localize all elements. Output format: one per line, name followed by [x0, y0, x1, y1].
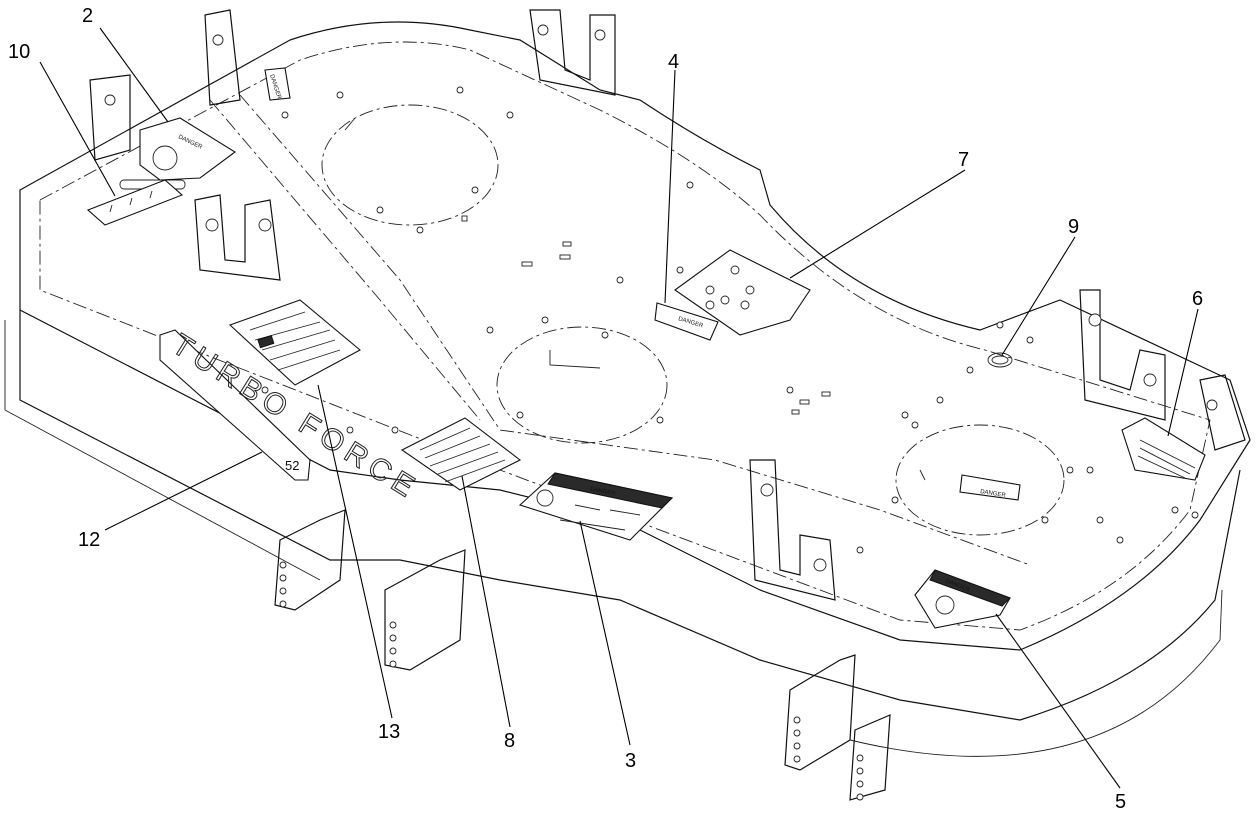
deck-bolt-holes — [261, 86, 1199, 554]
decal-9-grease-fitting — [987, 352, 1013, 368]
decal-right-danger-label: DANGER — [959, 474, 1021, 501]
decal-4-danger-label: DANGER — [654, 302, 719, 341]
deck-inner-outline — [39, 41, 1211, 631]
decal-3-danger-blade-warning: DANGER — [518, 472, 674, 541]
decal-5-danger-hand-blade: DANGER — [914, 569, 1011, 629]
leader-8 — [461, 475, 511, 728]
mount-holes-center — [389, 621, 397, 668]
decal-2-danger-shield: DANGER — [139, 117, 236, 181]
decal-danger-top: DANGER — [264, 67, 291, 101]
deck-top-outline — [19, 21, 1251, 651]
deck-front-skirt — [19, 310, 1241, 721]
mower-deck — [4, 9, 1251, 801]
decal-7-belt-routing — [674, 249, 811, 336]
brand-size: 52 — [285, 458, 299, 473]
leader-5 — [995, 613, 1121, 789]
mount-holes-right — [793, 716, 864, 801]
decal-8-caution-label — [400, 417, 522, 491]
leader-13 — [317, 384, 393, 719]
callout-6: 6 — [1192, 288, 1203, 310]
callout-8: 8 — [504, 730, 515, 752]
callout-13: 13 — [378, 721, 400, 743]
callout-4: 4 — [668, 51, 679, 73]
leader-9 — [1001, 236, 1076, 356]
callout-labels: 2 10 4 7 9 6 12 13 8 3 5 — [8, 5, 1203, 813]
deck-ridge-line-2 — [209, 99, 481, 421]
callout-5: 5 — [1115, 791, 1126, 813]
callout-12: 12 — [78, 529, 100, 551]
leader-12 — [104, 451, 263, 531]
decal-13-height-adjust-instructions — [228, 299, 361, 386]
decal-10-height-indicator — [86, 179, 184, 226]
leader-6 — [1167, 308, 1199, 437]
leader-2 — [99, 27, 169, 123]
svg-text:DANGER: DANGER — [980, 489, 1007, 499]
callout-10: 10 — [8, 41, 30, 63]
mount-holes-left — [279, 561, 287, 608]
front-mount-plates — [274, 509, 891, 801]
callout-9: 9 — [1068, 216, 1079, 238]
callout-7: 7 — [958, 149, 969, 171]
spindle-opening-right — [895, 424, 1065, 536]
decal-3-text: DANGER — [590, 486, 617, 497]
deck-skirt-lower — [4, 320, 1223, 757]
decal-6-warning-label — [1121, 417, 1206, 481]
spindle-opening-center — [496, 326, 668, 444]
leader-10 — [39, 61, 116, 197]
spindle-opening-left — [321, 104, 499, 226]
callout-3: 3 — [625, 750, 636, 772]
leader-3 — [579, 520, 631, 746]
leader-4 — [664, 69, 676, 304]
callout-2: 2 — [82, 5, 93, 27]
mounting-brackets — [89, 9, 1246, 601]
leader-7 — [789, 169, 966, 279]
leader-lines — [39, 27, 1199, 789]
deck-ridge-line — [239, 94, 1031, 566]
